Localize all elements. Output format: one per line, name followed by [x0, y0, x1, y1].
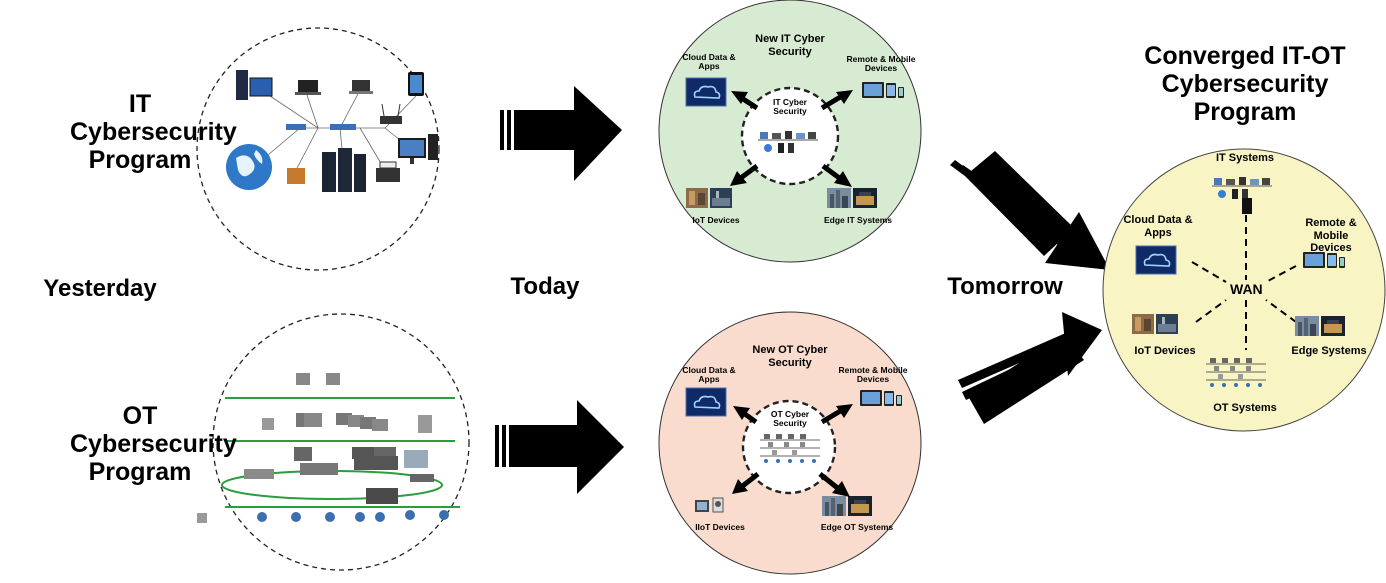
today-label: Today: [510, 273, 580, 300]
tomorrow-label: Tomorrow: [947, 273, 1063, 300]
it-systems-label: IT Systems: [1215, 152, 1275, 164]
converged-remote-label: Remote & Mobile Devices: [1305, 217, 1357, 255]
converged-program-label: Converged IT-OT Cybersecurity Program: [1144, 42, 1346, 126]
it-program-label: IT Cybersecurity Program: [70, 90, 237, 174]
yesterday-ot-circle: [197, 313, 470, 571]
ot-cloud-data-apps-label: Cloud Data & Apps: [682, 365, 736, 385]
ot-systems-label: OT Systems: [1213, 402, 1277, 414]
it-cyber-security-center: IT Cyber Security: [772, 97, 807, 117]
wan-hub-label: WAN: [1228, 281, 1265, 297]
it-remote-mobile-label: Remote & Mobile Devices: [846, 54, 916, 74]
yesterday-label: Yesterday: [43, 275, 157, 302]
it-iot-devices-label: IoT Devices: [692, 215, 740, 225]
new-ot-cyber-security-title: New OT Cyber Security: [752, 344, 828, 369]
arrow-today-tomorrow-it: [950, 151, 1110, 270]
today-ot-circle: [658, 311, 922, 575]
converged-edge-label: Edge Systems: [1291, 345, 1367, 357]
ot-edge-systems-label: Edge OT Systems: [820, 522, 894, 532]
arrow-yesterday-today-it: [500, 86, 622, 181]
converged-cloud-label: Cloud Data & Apps: [1123, 214, 1193, 239]
new-it-cyber-security-title: New IT Cyber Security: [755, 33, 825, 58]
ot-remote-mobile-label: Remote & Mobile Devices: [838, 365, 908, 385]
ot-cyber-security-center: OT Cyber Security: [770, 409, 810, 429]
arrow-today-tomorrow-ot: [958, 312, 1102, 424]
it-edge-systems-label: Edge IT Systems: [823, 215, 893, 225]
converged-iot-label: IoT Devices: [1134, 345, 1196, 357]
ot-architecture-illustration: [197, 373, 460, 523]
iiot-devices-label: IIoT Devices: [695, 522, 745, 532]
yesterday-it-circle: [196, 27, 440, 271]
arrow-yesterday-today-ot: [495, 400, 624, 494]
today-it-circle: [658, 0, 922, 263]
it-cloud-data-apps-label: Cloud Data & Apps: [682, 52, 736, 72]
ot-program-label: OT Cybersecurity Program: [70, 402, 237, 486]
